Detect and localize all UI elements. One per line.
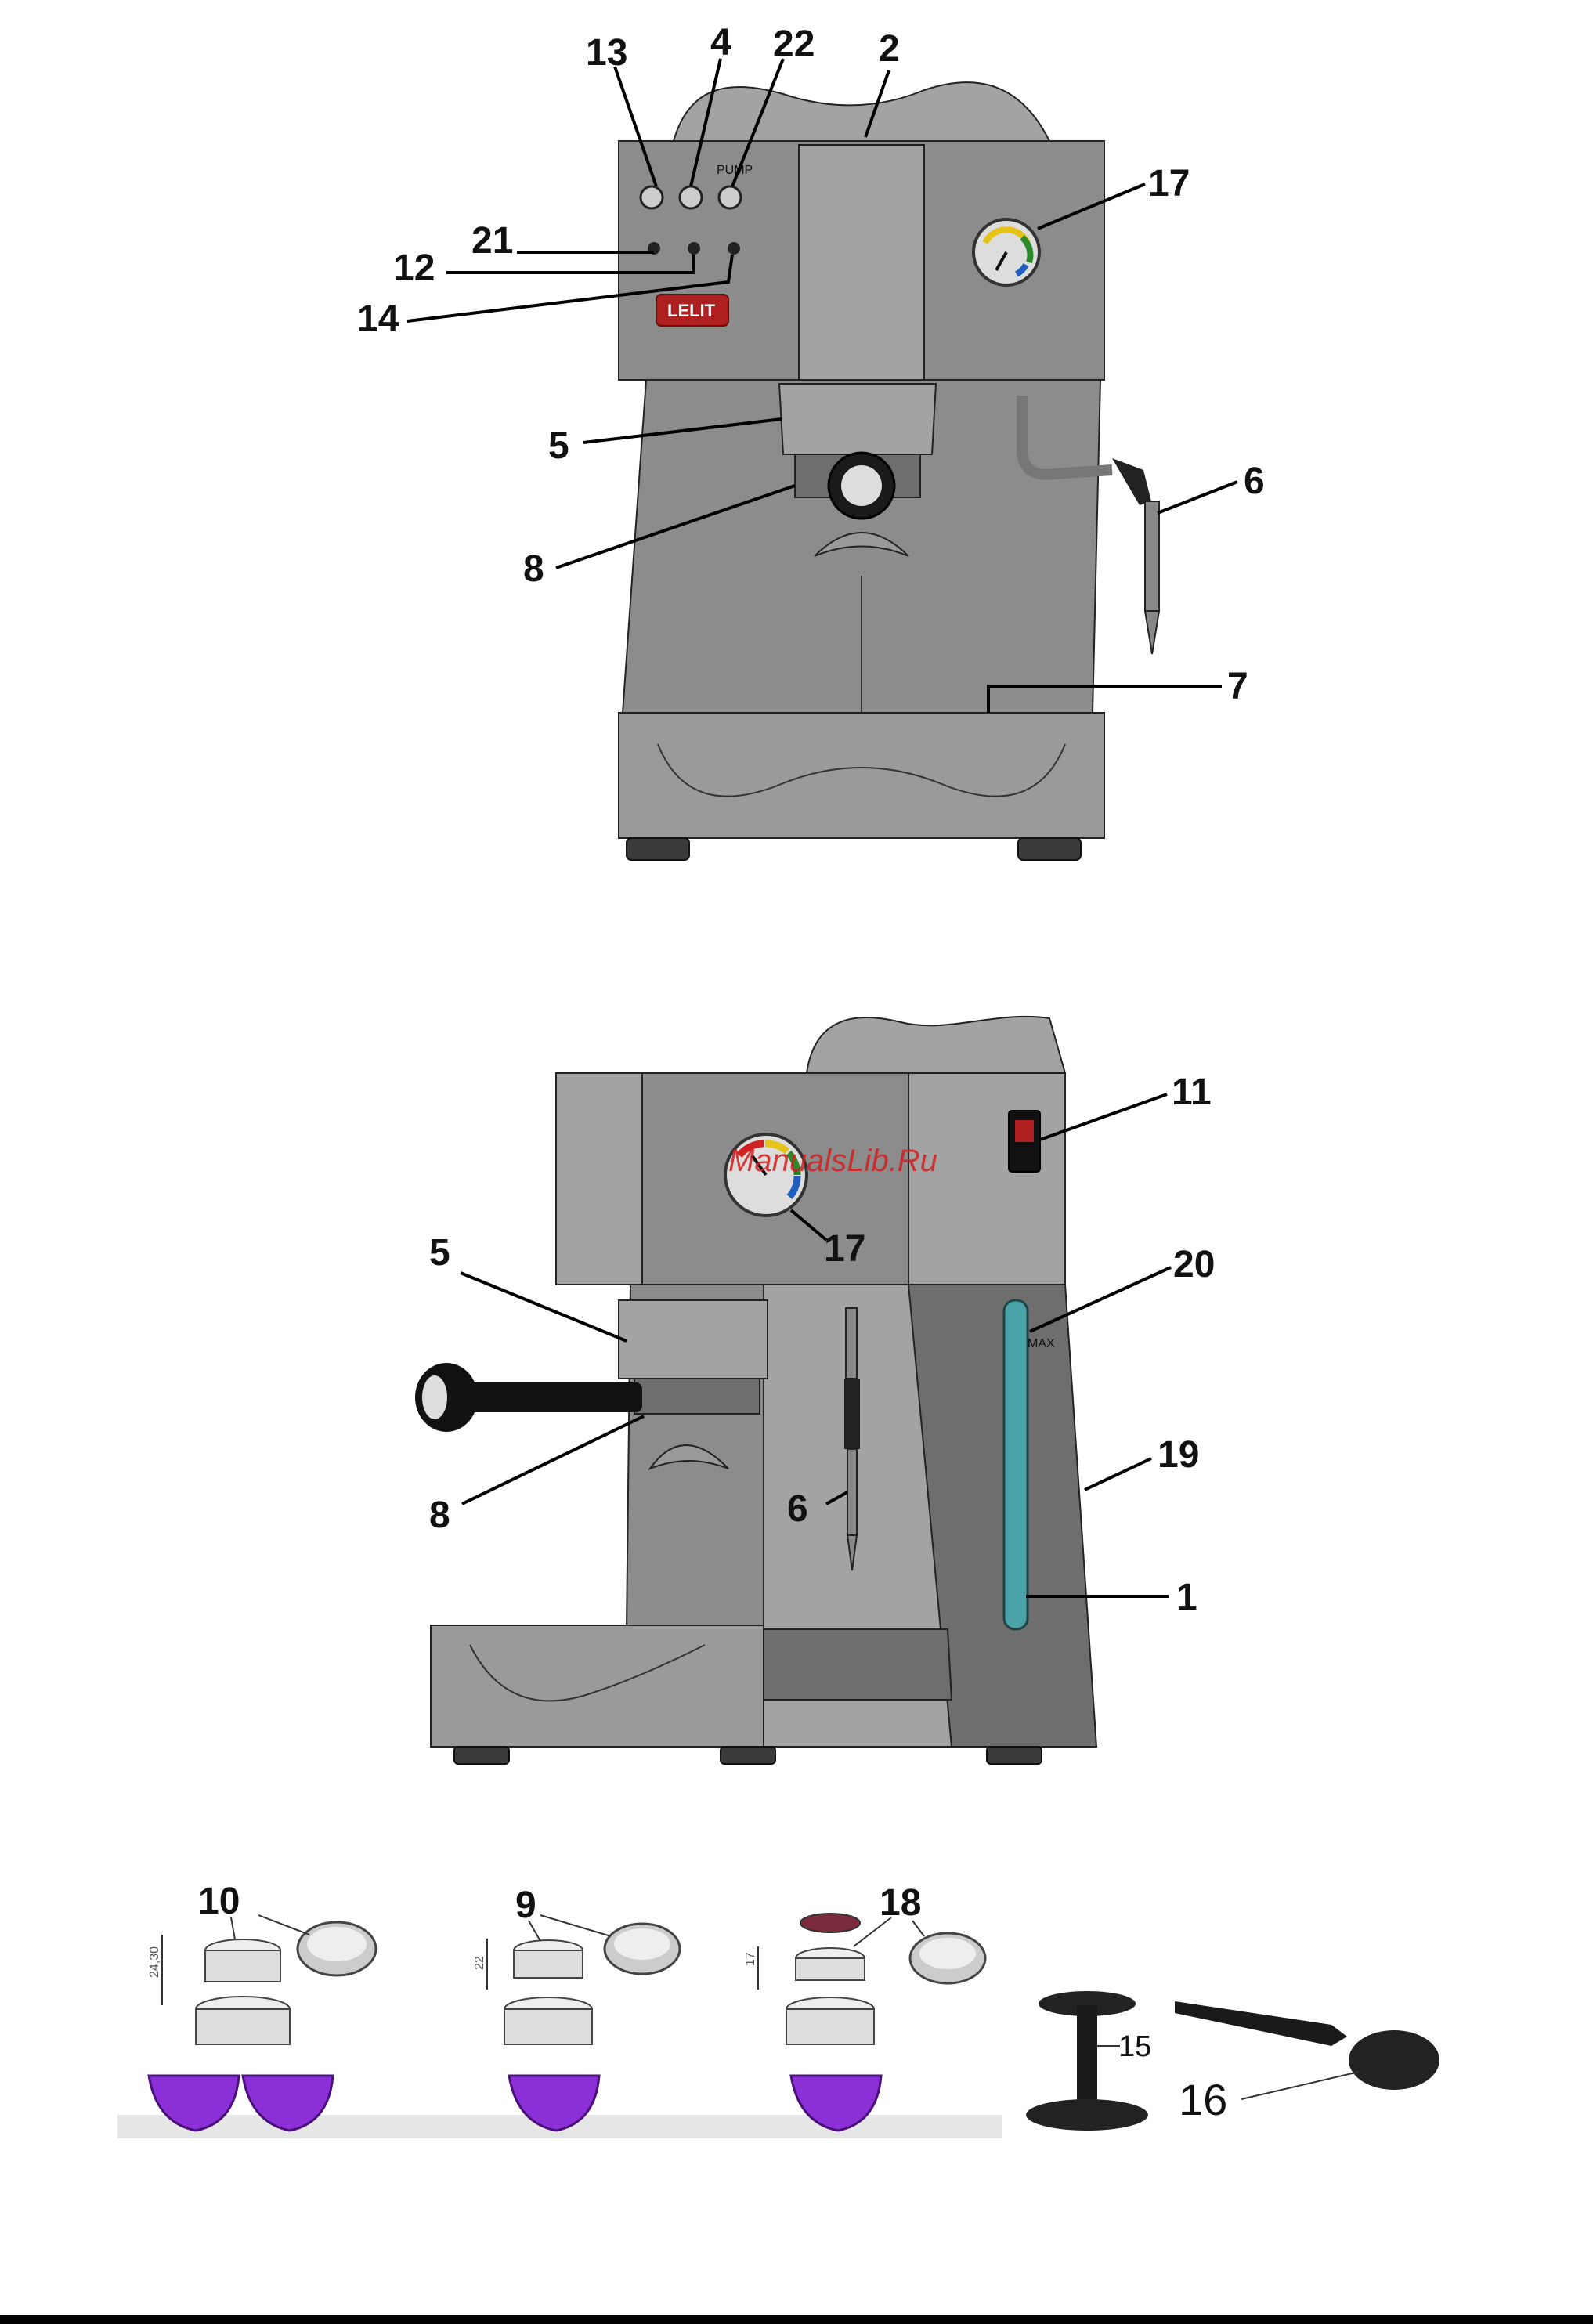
accessories: 24,30 22 17 — [117, 1881, 1439, 2138]
coffee-switch[interactable] — [641, 186, 663, 208]
side-upper-front — [556, 1073, 642, 1285]
watermark: ManualsLib.Ru — [728, 1144, 937, 1178]
side-callout-8: 8 — [429, 1495, 450, 1536]
callout-17: 17 — [1148, 163, 1190, 204]
center-column — [799, 145, 924, 380]
callout-8: 8 — [523, 548, 544, 590]
callout-21: 21 — [471, 220, 513, 262]
callout-22: 22 — [773, 23, 815, 65]
callout-13: 13 — [586, 32, 627, 74]
side-callout-11: 11 — [1172, 1072, 1212, 1113]
pump-label: PUMP — [717, 164, 753, 177]
filter-basket-single: 22 — [473, 1924, 680, 2131]
side-portafilter-arm[interactable] — [454, 1382, 642, 1412]
side-callout-19: 19 — [1158, 1434, 1199, 1476]
indicator-light-12 — [688, 242, 700, 255]
side-callout-20: 20 — [1173, 1244, 1215, 1285]
callout-14: 14 — [357, 298, 399, 340]
drip-tray — [619, 713, 1104, 838]
side-callout-1: 1 — [1176, 1577, 1197, 1618]
side-right-panel — [908, 1073, 1065, 1285]
filter-basket-double: 24,30 — [148, 1922, 376, 2131]
side-steam-wand[interactable] — [844, 1308, 860, 1570]
side-foot-left — [454, 1747, 509, 1764]
dim-18: 17 — [744, 1952, 757, 1966]
foot-left — [627, 838, 689, 860]
side-drip-tray-front — [764, 1629, 952, 1700]
bottom-rule — [0, 2315, 1593, 2324]
side-callout-17: 17 — [824, 1228, 865, 1270]
pressure-gauge — [974, 219, 1039, 285]
side-view: ManualsLib.Ru MAX — [415, 1017, 1215, 1764]
max-label: MAX — [1028, 1337, 1055, 1350]
callout-18: 18 — [880, 1882, 921, 1924]
side-group-head — [619, 1300, 768, 1379]
dim-9: 22 — [473, 1956, 486, 1970]
group-head — [779, 384, 936, 454]
side-foot-mid — [721, 1747, 775, 1764]
dim-10: 24,30 — [148, 1946, 161, 1978]
side-drip-tray — [431, 1625, 764, 1747]
water-tank-lid — [674, 82, 1049, 149]
side-callout-5: 5 — [429, 1232, 450, 1274]
pump-switch[interactable] — [719, 186, 741, 208]
brand-logo: LELIT — [667, 301, 716, 320]
side-callout-6: 6 — [787, 1488, 808, 1530]
callout-7: 7 — [1227, 666, 1248, 707]
filter-basket-pod: 17 — [744, 1914, 985, 2131]
callout-9: 9 — [515, 1885, 536, 1926]
callout-6: 6 — [1244, 461, 1265, 502]
callout-15: 15 — [1118, 2030, 1151, 2063]
indicator-light-14 — [728, 242, 740, 255]
side-portafilter-collar — [634, 1379, 760, 1414]
side-foot-right — [987, 1747, 1042, 1764]
callout-16: 16 — [1179, 2075, 1227, 2124]
callout-5: 5 — [548, 425, 569, 467]
steam-switch[interactable] — [680, 186, 702, 208]
side-water-tank-lid — [807, 1017, 1065, 1073]
callout-12: 12 — [393, 248, 435, 289]
callout-4: 4 — [710, 22, 731, 63]
front-view: PUMP LELIT — [357, 22, 1265, 860]
foot-right — [1018, 838, 1081, 860]
callout-10: 10 — [198, 1881, 240, 1922]
water-level-window — [1004, 1300, 1028, 1629]
callout-2: 2 — [879, 28, 900, 70]
